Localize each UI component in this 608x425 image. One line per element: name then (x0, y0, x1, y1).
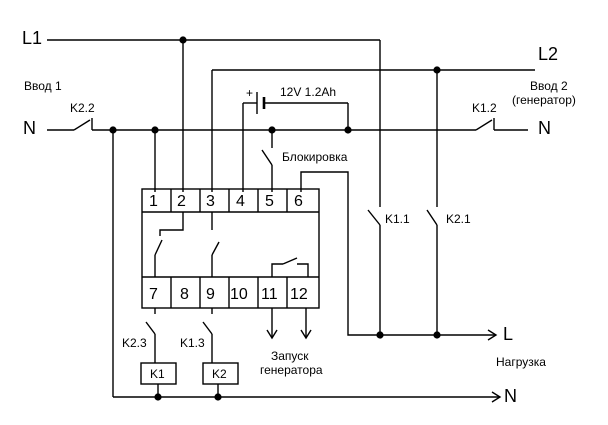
label-k1-2: K1.2 (472, 101, 497, 115)
label-input1: Ввод 1 (24, 79, 62, 93)
label-coil-k2: K2 (212, 367, 227, 381)
k2-2-contact (73, 119, 91, 131)
battery-plus: + (246, 86, 253, 100)
label-l2: L2 (538, 44, 558, 64)
blocking-contact (261, 149, 273, 166)
t11-arrow (266, 329, 278, 340)
label-input2-line2: (генератор) (512, 93, 576, 107)
label-k2-1: K2.1 (446, 212, 471, 226)
k1-2-contact (475, 119, 493, 131)
terminal-11: 11 (261, 286, 278, 303)
k2-3-contact (145, 321, 156, 335)
coil-k2 (202, 362, 239, 385)
internal-contact-3-9 (211, 212, 220, 277)
label-load-n: N (504, 386, 517, 406)
label-gen-start-line2: генератора (260, 363, 323, 377)
t12-arrow (300, 329, 312, 340)
terminal-12: 12 (290, 286, 308, 303)
label-blocking: Блокировка (282, 150, 348, 164)
label-k1-1: K1.1 (385, 212, 410, 226)
internal-contact-11-12 (271, 257, 309, 277)
label-k2-3: K2.3 (122, 336, 147, 350)
label-k2-2: K2.2 (70, 101, 95, 115)
label-l1: L1 (22, 28, 42, 48)
relay-top-cells (170, 189, 288, 212)
terminal-9: 9 (206, 286, 215, 303)
k2-1-contact (426, 209, 438, 226)
terminal-1: 1 (149, 193, 158, 210)
internal-contact-1-7 (154, 212, 184, 277)
label-gen-start-line1: Запуск (271, 349, 309, 363)
terminal-8: 8 (180, 286, 189, 303)
terminal-5: 5 (265, 193, 274, 210)
terminal-6: 6 (294, 193, 303, 210)
t6-to-load-l (300, 171, 496, 336)
terminal-2: 2 (177, 193, 186, 210)
battery-label: 12V 1.2Ah (280, 85, 336, 99)
terminal-10: 10 (230, 286, 248, 303)
terminal-7: 7 (149, 286, 158, 303)
k1-1-contact (367, 209, 381, 226)
relay-block (141, 188, 320, 309)
junction-dots (109, 36, 441, 401)
label-load-l: L (503, 324, 513, 344)
terminal-4: 4 (236, 193, 245, 210)
label-load: Нагрузка (496, 355, 546, 369)
load-l-arrow (487, 329, 498, 341)
terminal-3: 3 (206, 193, 215, 210)
k1-3-contact (202, 321, 213, 335)
label-n-left: N (23, 118, 36, 138)
relay-bottom-cells (170, 277, 288, 308)
label-input2-line1: Ввод 2 (530, 79, 568, 93)
label-coil-k1: K1 (150, 367, 165, 381)
n-bottom-arrow (491, 391, 502, 403)
label-n-right: N (538, 118, 551, 138)
label-k1-3: K1.3 (180, 336, 205, 350)
